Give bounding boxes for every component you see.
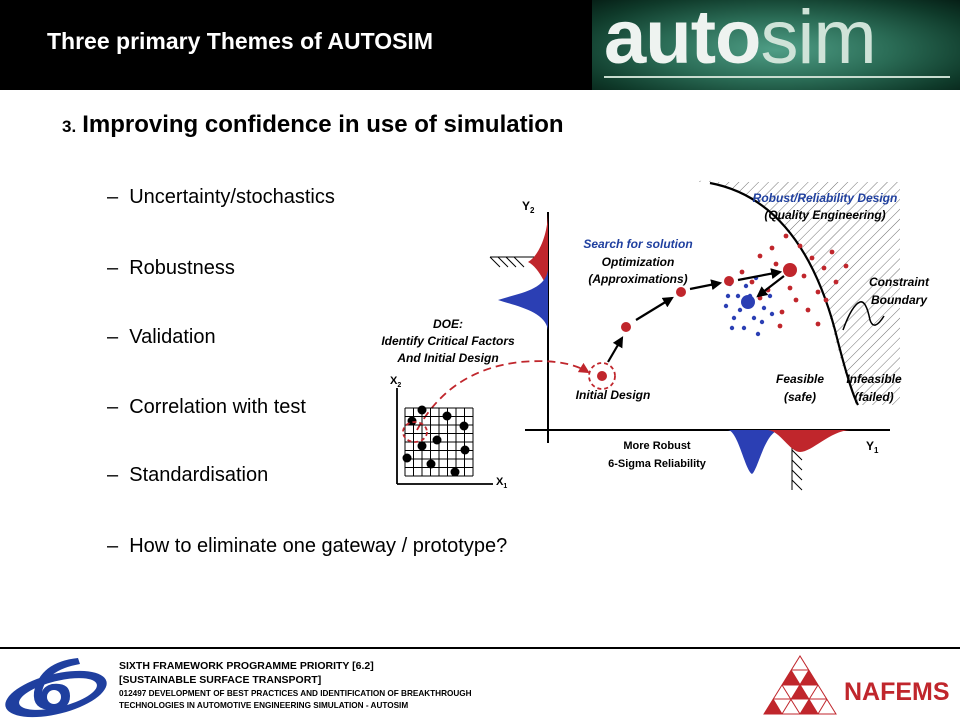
search-point: [724, 276, 734, 286]
optimum-point: [783, 263, 797, 277]
search-arrow: [737, 268, 783, 282]
footer-divider: [0, 647, 960, 649]
footer-sustainable: [SUSTAINABLE SURFACE TRANSPORT]: [119, 674, 322, 686]
bullet-item: – Robustness: [107, 257, 235, 279]
autosim-logo: autosim: [592, 0, 960, 90]
failed-label: (failed): [854, 390, 893, 404]
doe-link-dashed: [416, 360, 590, 431]
six-sigma-label: 6-Sigma Reliability: [608, 458, 707, 470]
search-point: [621, 322, 631, 332]
bullet-item: – Uncertainty/stochastics: [107, 186, 335, 208]
logo-underline: [604, 76, 950, 78]
nafems-wordmark: NAFEMS: [844, 678, 950, 706]
robust-design-label: Robust/Reliability Design: [753, 191, 898, 205]
quality-engineering-label: (Quality Engineering): [764, 208, 885, 222]
slide-title: Three primary Themes of AUTOSIM: [47, 28, 433, 54]
more-robust-label: More Robust: [623, 440, 691, 452]
x1-axis-label: X1: [496, 476, 507, 490]
slide-header: Three primary Themes of AUTOSIM autosim: [0, 0, 960, 90]
initial-design-point: [597, 371, 607, 381]
eu-fp6-logo: [5, 658, 107, 718]
section-heading: 3. Improving confidence in use of simulat…: [62, 111, 564, 139]
constraint-pointer-squiggle: [842, 301, 885, 331]
optimization-label: Optimization: [602, 255, 675, 269]
search-arrow: [689, 279, 723, 291]
search-arrow: [607, 336, 624, 363]
y2-axis-label: Y2: [522, 199, 535, 215]
robust-arrow: [756, 275, 785, 298]
initial-design-label: Initial Design: [576, 388, 651, 402]
y2-blue-distribution: [498, 270, 548, 330]
footer-project-line2: TECHNOLOGIES IN AUTOMOTIVE ENGINEERING S…: [119, 701, 409, 710]
initial-design-ring: [588, 362, 616, 390]
x2-axis-label: X2: [390, 375, 401, 389]
footer-project-line1: 012497 DEVELOPMENT OF BEST PRACTICES AND…: [119, 689, 472, 698]
bullet-item: – Correlation with test: [107, 396, 306, 418]
y2-red-distribution: [528, 212, 548, 290]
y1-red-distribution: [768, 430, 850, 452]
logo-text-auto: auto: [604, 0, 761, 80]
doe-initial-design-label: And Initial Design: [396, 351, 498, 365]
infeasible-label: Infeasible: [846, 372, 902, 386]
section-heading-text: Improving confidence in use of simulatio…: [82, 111, 564, 138]
search-arrow: [635, 296, 674, 321]
robust-optimum-point: [741, 295, 755, 309]
feasible-label: Feasible: [776, 372, 824, 386]
doe-grid: [396, 388, 493, 485]
nafems-logo: NAFEMS: [763, 655, 950, 715]
section-number: 3.: [62, 117, 77, 136]
doe-label: DOE:: [433, 317, 463, 331]
boundary-label: Boundary: [871, 293, 928, 307]
approximations-label: (Approximations): [588, 272, 687, 286]
bullet-item: – How to eliminate one gateway / prototy…: [107, 535, 508, 557]
search-solution-label: Search for solution: [583, 237, 692, 251]
doe-critical-factors-label: Identify Critical Factors: [381, 334, 515, 348]
red-scatter-cloud: [739, 233, 849, 329]
search-point: [676, 287, 686, 297]
constraint-boundary-curve: [709, 181, 859, 406]
y1-axis-label: Y1: [866, 439, 879, 455]
bullet-item: – Standardisation: [107, 464, 269, 486]
safe-label: (safe): [784, 390, 816, 404]
bullet-item: – Validation: [107, 326, 216, 348]
y1-blue-distribution: [728, 430, 780, 474]
logo-text-sim: sim: [760, 0, 876, 80]
footer-programme: SIXTH FRAMEWORK PROGRAMME PRIORITY [6.2]: [119, 660, 374, 672]
constraint-label: Constraint: [869, 275, 930, 289]
infeasible-region-hatch: [690, 180, 900, 405]
